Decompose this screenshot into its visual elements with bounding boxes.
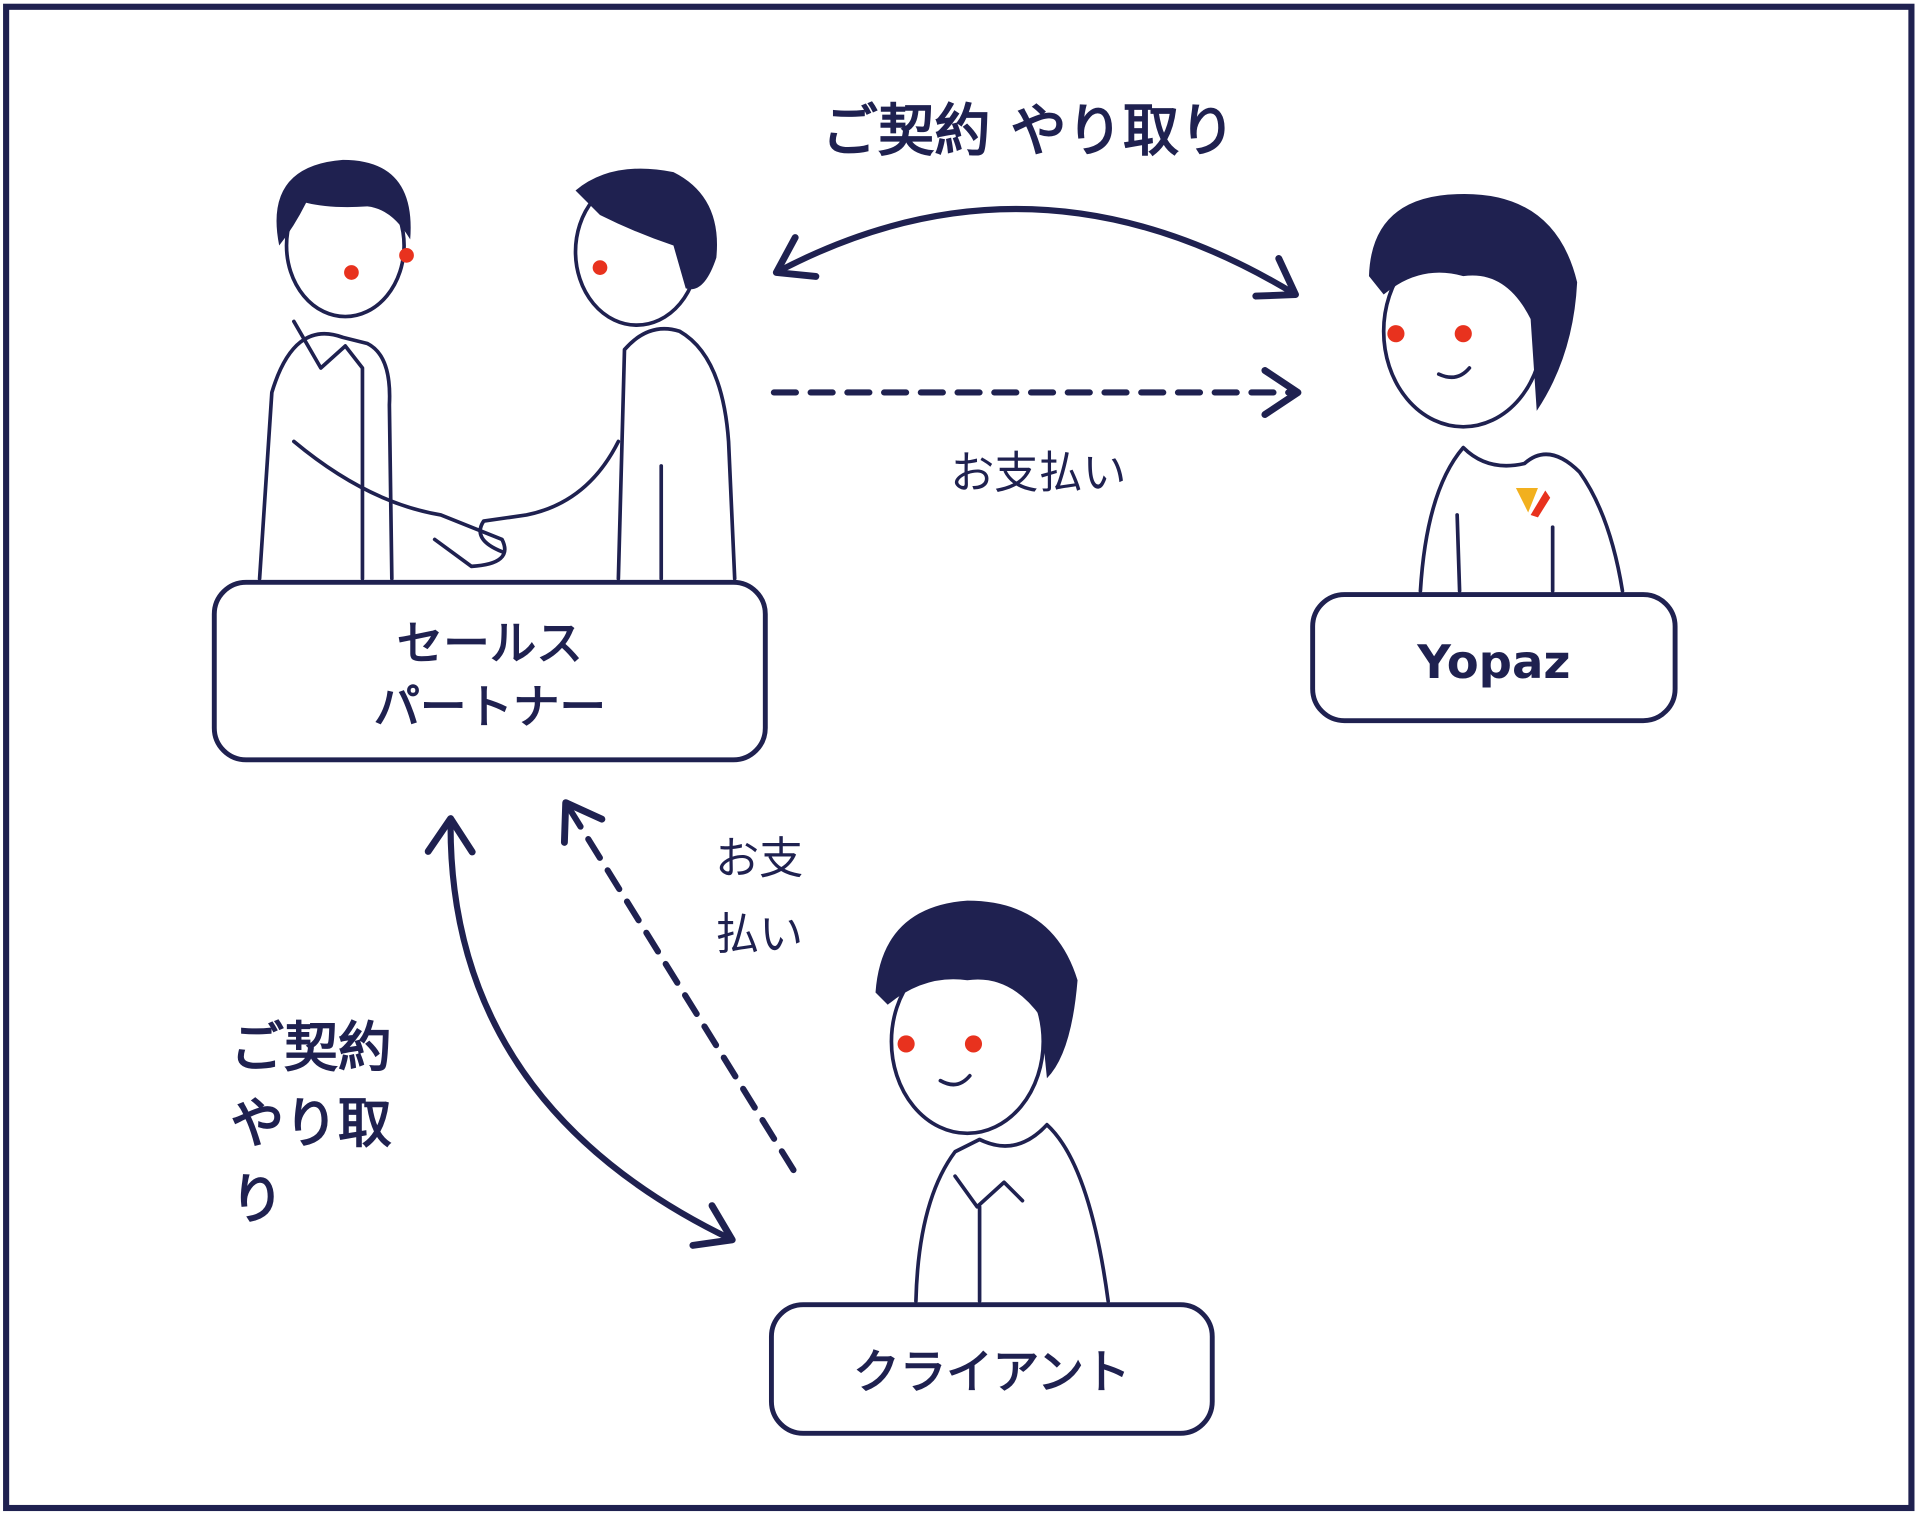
diag-payment-label-2: 払い: [715, 910, 803, 961]
sales-partner-box: [211, 579, 768, 763]
client-label: クライアント: [853, 1345, 1130, 1399]
top-payment-label: お支払い: [950, 448, 1126, 499]
top-contract-label: ご契約 やり取り: [822, 99, 1236, 164]
contract-arrow-left: [424, 815, 736, 1249]
contract-arrow-top: [772, 205, 1299, 300]
diag-payment-label-1: お支: [715, 834, 803, 885]
sales-partner-label-2: パートナー: [373, 680, 606, 734]
yopaz-box: [1310, 592, 1678, 724]
sales-partner-label-1: セールス: [397, 616, 583, 670]
payment-arrow-diagonal: [560, 799, 797, 1174]
yopaz-person-illustration: [1368, 193, 1625, 593]
client-person-illustration: [875, 900, 1110, 1303]
left-contract-label-1: ご契約: [230, 1016, 392, 1079]
sales-partner-illustration: [257, 159, 737, 581]
left-contract-label-2: やり取: [230, 1092, 392, 1155]
client-box: [768, 1302, 1215, 1436]
yopaz-label: Yopaz: [1416, 635, 1570, 689]
left-contract-label-3: り: [230, 1168, 284, 1231]
